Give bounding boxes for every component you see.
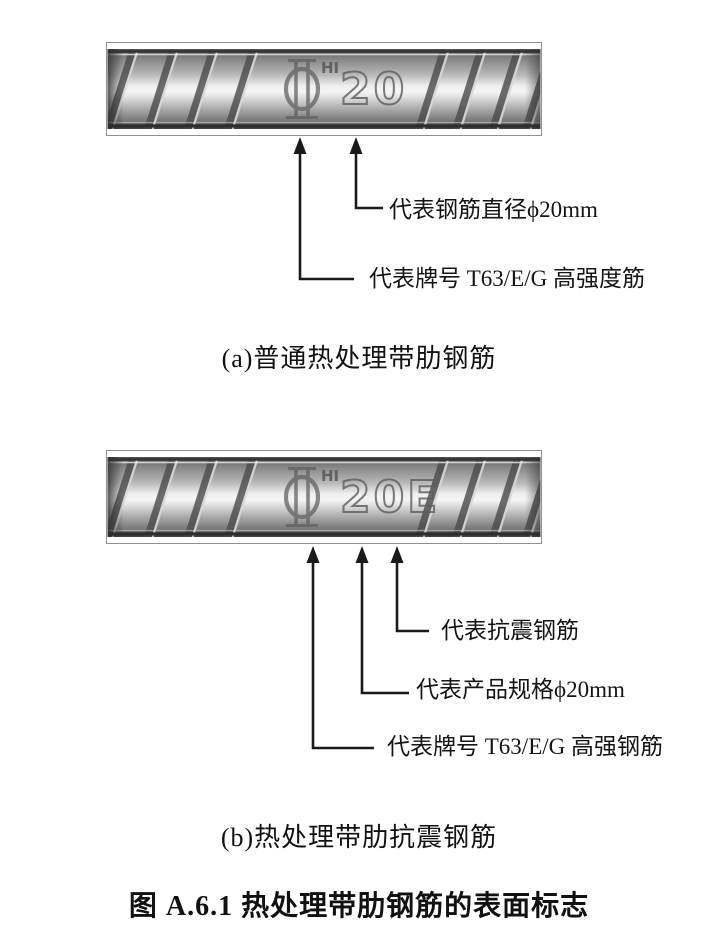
annotation-label-a-grade: 代表牌号 T63/E/G 高强度筋	[369, 266, 645, 291]
leader-line	[360, 562, 409, 695]
annotation-label-a-diameter: 代表钢筋直径ϕ20mm	[389, 197, 598, 222]
leader-line	[354, 153, 383, 210]
leader-line	[298, 153, 354, 281]
rebar-image-b: HI 20E	[106, 450, 542, 544]
annotation-label-b-spec: 代表产品规格ϕ20mm	[416, 677, 625, 702]
annotation-label-b-grade: 代表牌号 T63/E/G 高强钢筋	[387, 734, 663, 759]
bar-end-cap-right	[525, 49, 541, 129]
arrowhead-icon	[293, 137, 307, 154]
bar-end-cap-left	[107, 49, 124, 129]
arrowhead-icon	[390, 546, 404, 563]
rebar-ribs	[107, 49, 541, 129]
rebar-marking-text: 20E	[340, 472, 440, 523]
rebar-marking-text: 20	[340, 64, 407, 115]
leader-line	[311, 562, 374, 750]
manufacturer-logo-icon	[283, 467, 321, 527]
rebar-ribs	[107, 457, 541, 537]
bar-end-cap-left	[107, 457, 124, 537]
rebar-image-a: HI 20	[106, 42, 542, 136]
arrowhead-icon	[349, 137, 363, 154]
rebar-marking: HI 20E	[283, 467, 440, 527]
panel-caption-a: (a)普通热处理带肋钢筋	[221, 344, 497, 373]
arrowhead-icon	[355, 546, 369, 563]
manufacturer-logo-icon	[283, 59, 321, 119]
rebar-marking-superscript: HI	[321, 467, 339, 485]
rebar-marking: HI 20	[283, 59, 407, 119]
bar-end-cap-right	[525, 457, 541, 537]
leader-line	[395, 562, 429, 633]
arrowhead-icon	[306, 546, 320, 563]
figure-title: 图 A.6.1 热处理带肋钢筋的表面标志	[128, 891, 590, 922]
rebar-marking-superscript: HI	[321, 59, 339, 77]
annotation-label-b-seismic: 代表抗震钢筋	[441, 618, 579, 643]
panel-caption-b: (b)热处理带肋抗震钢筋	[220, 823, 498, 852]
